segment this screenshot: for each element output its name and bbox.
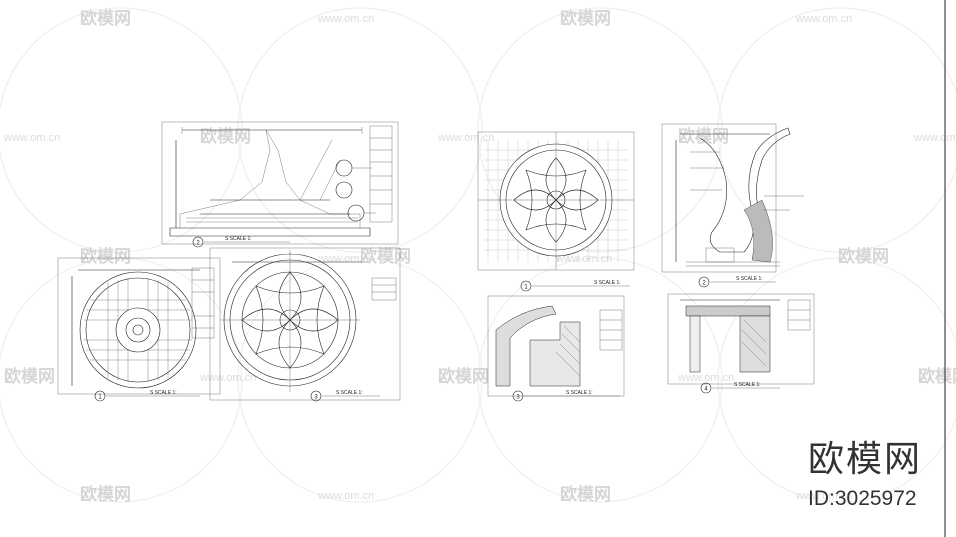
scale-label: S SCALE 1: <box>734 382 761 388</box>
watermark-brand: 欧模网 <box>80 8 131 29</box>
watermark-url: www.om.cn <box>199 372 256 384</box>
watermark-url: www.om.cn <box>795 13 852 25</box>
watermark-url: www.om.cn <box>317 13 374 25</box>
watermark-url: www.om.cn <box>317 490 374 502</box>
watermark-url: www.om.cn <box>913 132 956 144</box>
watermark-brand: 欧模网 <box>678 126 729 147</box>
drawing-elevation: 2 S SCALE 1: <box>161 121 399 248</box>
scale-label: S SCALE 1: <box>594 280 621 286</box>
watermark-url: www.om.cn <box>3 132 60 144</box>
drawing-number: 3 <box>314 395 318 401</box>
drawing-number: 1 <box>98 395 102 401</box>
watermark-brand: 欧模网 <box>80 484 131 505</box>
drawing-number: 1 <box>524 285 528 291</box>
watermark-brand: 欧模网 <box>438 366 489 387</box>
drawing-number: 2 <box>196 241 200 247</box>
brand-badge: 欧模网 ID:3025972 <box>808 440 948 512</box>
watermark-brand: 欧模网 <box>918 366 956 387</box>
watermark-url: www.om.cn <box>437 132 494 144</box>
scale-label: S SCALE 1: <box>566 390 593 396</box>
drawing-paving: 1 S SCALE 1: <box>477 131 635 292</box>
model-id: ID:3025972 <box>808 487 917 510</box>
watermark-brand: 欧模网 <box>200 126 251 147</box>
scale-label: S SCALE 1: <box>150 390 177 396</box>
drawing-plan-a: 1 S SCALE 1: <box>57 257 221 402</box>
drawing-number: 4 <box>704 387 708 393</box>
drawing-number: 2 <box>702 281 706 287</box>
scale-label: S SCALE 1: <box>225 236 252 242</box>
drawing-detail-b: 4 S SCALE 1: <box>667 293 815 394</box>
scale-label: S SCALE 1: <box>736 276 763 282</box>
drawing-detail-a: 3 S SCALE 1: <box>487 295 625 402</box>
drawing-section-a: 2 S SCALE 1: <box>661 123 804 288</box>
scale-label: S SCALE 1: <box>336 390 363 396</box>
watermark-brand: 欧模网 <box>360 246 411 267</box>
watermark-url: www.om.cn <box>677 372 734 384</box>
watermark-brand: 欧模网 <box>4 366 55 387</box>
drawing-plan-b: 3 S SCALE 1: <box>209 247 401 402</box>
brand-name: 欧模网 <box>808 439 923 480</box>
watermark-url: www.om.cn <box>795 490 852 502</box>
drawing-number: 3 <box>516 395 520 401</box>
watermark-brand: 欧模网 <box>838 246 889 267</box>
watermark-tiles: 欧模网 www.om.cn 欧模网 www.om.cn www.om.cn 欧模… <box>3 8 956 505</box>
watermark-brand: 欧模网 <box>560 484 611 505</box>
watermark-brand: 欧模网 <box>80 246 131 267</box>
watermark-brand: 欧模网 <box>560 8 611 29</box>
